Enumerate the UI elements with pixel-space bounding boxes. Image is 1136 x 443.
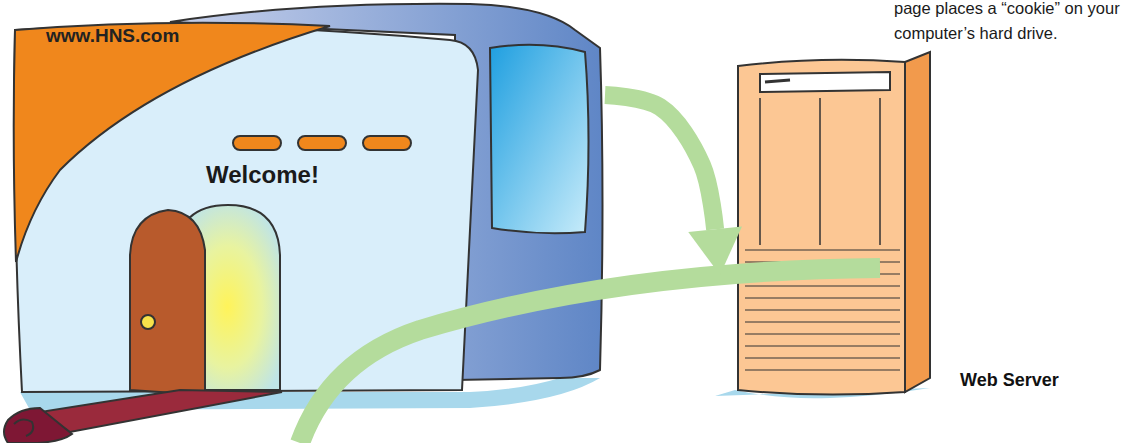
building-node: www.HNS.comWelcome! <box>10 5 605 400</box>
server-node: Web Server <box>720 50 1070 400</box>
site-address: www.HNS.com <box>46 25 179 47</box>
server-drive <box>760 72 890 92</box>
arrow-head <box>688 226 742 275</box>
building-screen <box>490 45 589 234</box>
server-front <box>738 60 905 395</box>
welcome-sign: Welcome! <box>206 161 319 189</box>
note-text: page places a “cookie” on your computer’… <box>894 0 1134 46</box>
door <box>130 210 205 395</box>
red-carpet <box>40 390 282 432</box>
server-panel-lines <box>760 98 880 245</box>
carpet-roll <box>4 408 72 443</box>
arrow-shaft <box>605 95 715 229</box>
server-label: Web Server <box>960 370 1059 391</box>
server-slot <box>765 80 790 82</box>
window-slot <box>233 136 281 150</box>
window-slot <box>298 136 346 150</box>
door-knob <box>141 315 155 329</box>
carpet-roll-curl <box>14 419 33 436</box>
flow-arrow <box>605 95 742 275</box>
server-side <box>905 52 930 392</box>
window-slot <box>363 136 411 150</box>
return-arrow <box>300 268 880 443</box>
